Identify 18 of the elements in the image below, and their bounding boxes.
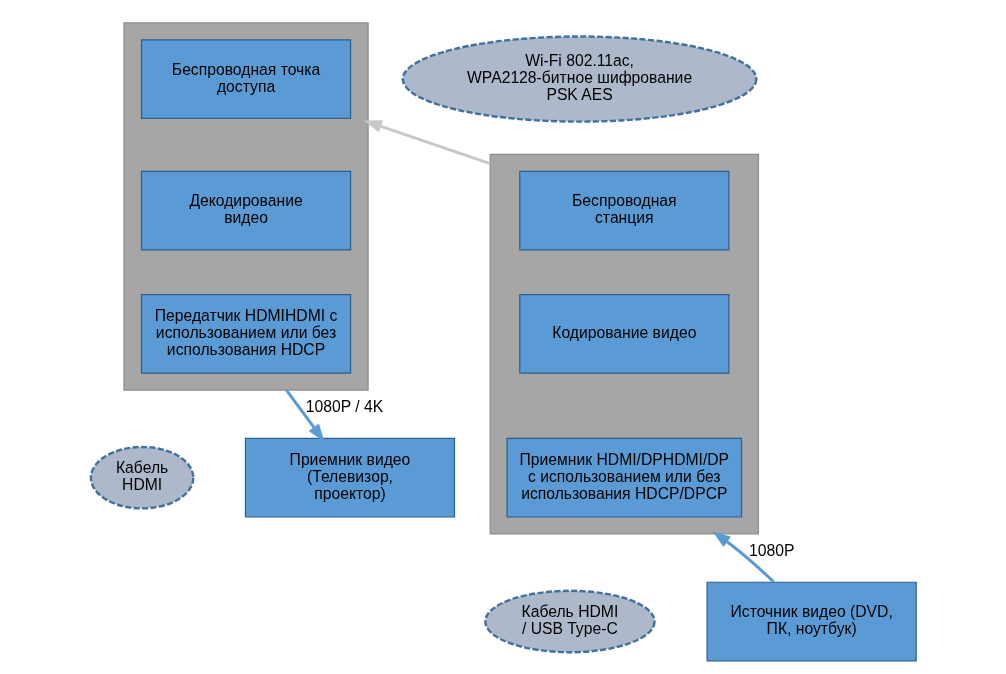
cluster [122,22,369,391]
node-box: Источник видео (DVD, ПК, ноутбук) [706,581,917,662]
node-box: Кодирование видео [518,294,729,374]
node-box: Приемник видео (Телевизор, проектор) [244,437,455,518]
arrow [712,531,775,584]
node-box: Передатчик HDMIHDMI с использованием или без использования HDCP [140,294,351,374]
cluster [489,153,759,535]
node-ellipse: Кабель HDMI [89,445,194,510]
node-ellipse: Wi-Fi 802.11ac, WPA2128-битное шифрование PSK AES [401,35,758,123]
node-box: Декодирование видео [140,170,351,251]
arrow [284,389,325,442]
node-box: Приемник HDMI/DPHDMI/DP с использованием или без использования HDCP/DPCP [505,437,742,518]
edge-label: 1080P [748,542,794,560]
arrow [363,120,491,166]
node-box: Беспроводная точка доступа [140,39,351,119]
node-box: Беспроводная станция [518,170,729,251]
edge-label: 1080P / 4K [305,398,383,416]
node-ellipse: Кабель HDMI / USB Type-C [483,589,656,654]
